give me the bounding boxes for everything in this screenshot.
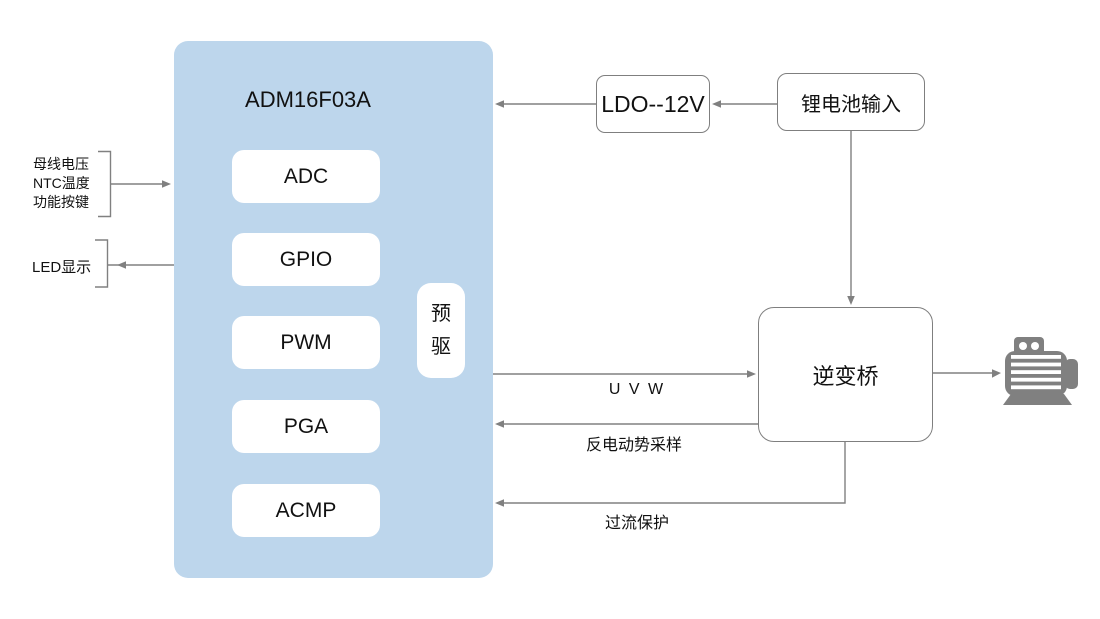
inverter-bridge-label: 逆变桥 [812, 363, 879, 389]
module-pwm-label: PWM [280, 330, 332, 354]
motor-arrowhead [992, 369, 1001, 378]
overcurrent-arrowhead [495, 499, 504, 507]
battery-input-label: 锂电池输入 [801, 93, 901, 116]
chip-block: ADM16F03A ADC GPIO PWM PGA ACMP 预驱 [174, 41, 493, 578]
module-pwm: PWM [232, 316, 380, 369]
connector-ldo-to-chip [495, 100, 596, 108]
connector-back-emf [495, 420, 758, 428]
connector-inverter-to-motor [933, 369, 1001, 378]
module-pga-label: PGA [283, 414, 329, 438]
module-pga: PGA [232, 400, 380, 453]
battery-ldo-arrowhead [712, 100, 721, 108]
uvw-arrowhead [747, 370, 756, 378]
connector-battery-to-inverter [847, 131, 855, 305]
led-bracket [95, 239, 109, 288]
motor-fin-gap [1011, 377, 1061, 382]
motor-fin-gap [1011, 370, 1061, 374]
motor-fin-gap [1011, 362, 1061, 367]
back-emf-arrowhead [495, 420, 504, 428]
connector-led-out [95, 239, 174, 288]
connector-battery-to-ldo [712, 100, 777, 108]
sense-line-func-key: 功能按键 [33, 194, 89, 210]
motor-shaft-cap [1065, 359, 1078, 389]
battery-inverter-arrowhead [847, 296, 855, 305]
inverter-bridge-box: 逆变桥 [758, 307, 933, 442]
back-emf-signal-label: 反电动势采样 [585, 437, 682, 454]
ldo-label: LDO--12V [601, 90, 705, 117]
sense-input-labels: 母线电压 NTC温度 功能按键 [33, 155, 105, 212]
connector-uvw [493, 370, 756, 378]
motor-base [1003, 394, 1072, 405]
predriver-block: 预驱 [417, 283, 465, 378]
connector-sense-inputs [98, 150, 171, 218]
motor-icon [1003, 337, 1078, 405]
battery-input-box: 锂电池输入 [777, 73, 925, 131]
chip-title: ADM16F03A [245, 87, 371, 112]
module-adc-label: ADC [283, 164, 329, 188]
motor-fin-gap [1011, 355, 1061, 359]
predriver-label: 预驱 [431, 302, 451, 358]
sense-arrowhead [162, 180, 171, 188]
module-acmp: ACMP [232, 484, 380, 537]
overcurrent-signal-label: 过流保护 [604, 515, 669, 532]
led-display-label: LED显示 [32, 259, 92, 276]
module-adc: ADC [232, 150, 380, 203]
ldo-arrowhead [495, 100, 504, 108]
module-acmp-label: ACMP [275, 498, 337, 522]
motor-terminal-dot [1031, 342, 1039, 350]
module-gpio: GPIO [232, 233, 380, 286]
module-gpio-label: GPIO [279, 247, 333, 271]
sense-line-bus-voltage: 母线电压 [33, 156, 89, 172]
ldo-box: LDO--12V [596, 75, 710, 133]
motor-terminal-dot [1019, 342, 1027, 350]
uvw-signal-label: U V W [608, 381, 666, 398]
motor-fin-gap [1011, 385, 1061, 390]
sense-line-ntc-temp: NTC温度 [33, 175, 90, 191]
led-arrowhead [117, 261, 126, 269]
